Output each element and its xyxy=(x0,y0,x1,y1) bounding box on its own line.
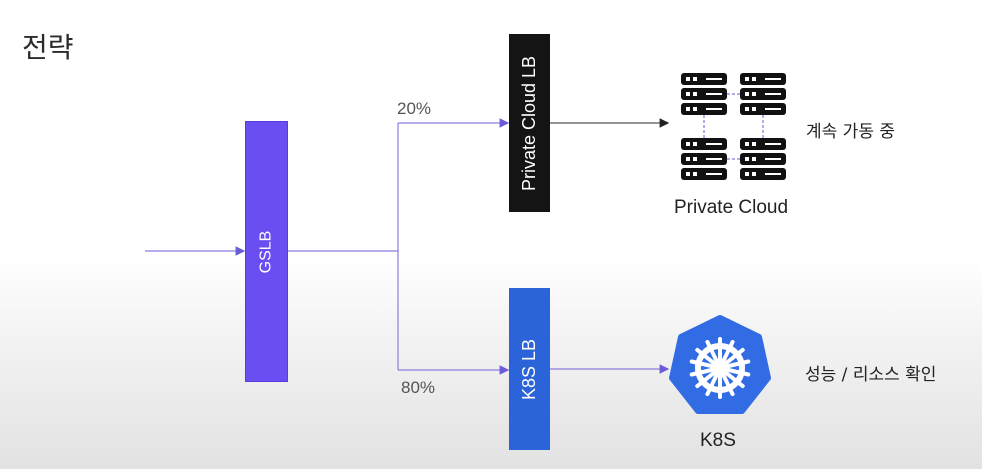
k8s-lb-label: K8S LB xyxy=(519,338,540,400)
private-cloud-lb-box: Private Cloud LB xyxy=(509,34,550,212)
page-title: 전략 xyxy=(22,31,74,64)
private-cloud-status: 계속 가동 중 xyxy=(806,122,896,142)
private-cloud-lb-label: Private Cloud LB xyxy=(519,55,540,191)
private-cloud-caption: Private Cloud xyxy=(674,197,789,218)
kubernetes-helm-icon xyxy=(669,315,771,414)
k8s-caption: K8S xyxy=(700,430,736,451)
gslb-label: GSLB xyxy=(257,230,275,273)
k8s-status: 성능 / 리소스 확인 xyxy=(805,365,937,385)
k8s-percentage: 80% xyxy=(401,378,436,397)
k8s-lb-box: K8S LB xyxy=(509,288,550,450)
private-percentage: 20% xyxy=(397,99,432,118)
server-rack-icon xyxy=(681,73,786,180)
gslb-box: GSLB xyxy=(245,121,288,382)
